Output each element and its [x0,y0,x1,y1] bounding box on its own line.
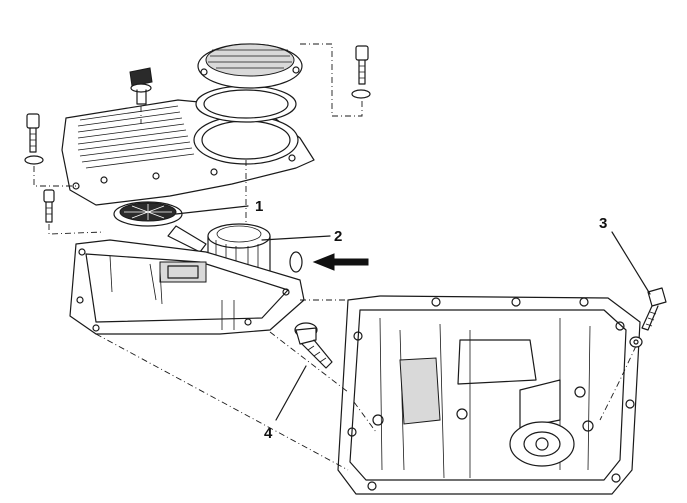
bolt-4 [294,322,333,369]
gasket-ring [195,85,297,123]
cover-bolt-left [24,113,44,165]
callout-2: 2 [334,228,342,245]
assembly-lines-lower [95,299,637,471]
oil-pan-upper-body [69,239,305,335]
cover-bolt-lower [43,189,55,223]
drain-plug [129,67,153,105]
bolt-3 [629,287,667,348]
round-screen-cover [197,43,303,89]
callout-3: 3 [599,215,607,232]
callout-1: 1 [255,198,263,215]
direction-arrow [312,253,369,271]
cover-fins [77,105,195,169]
assembly-lines-upper [33,43,363,235]
strainer-screen [113,201,207,253]
cover-bolt-right [351,45,371,99]
callout-4: 4 [264,425,273,442]
lower-oil-pan [337,295,641,495]
callout-leaders [175,205,651,421]
o-ring [289,251,303,273]
upper-oil-pan-cover [61,99,315,206]
